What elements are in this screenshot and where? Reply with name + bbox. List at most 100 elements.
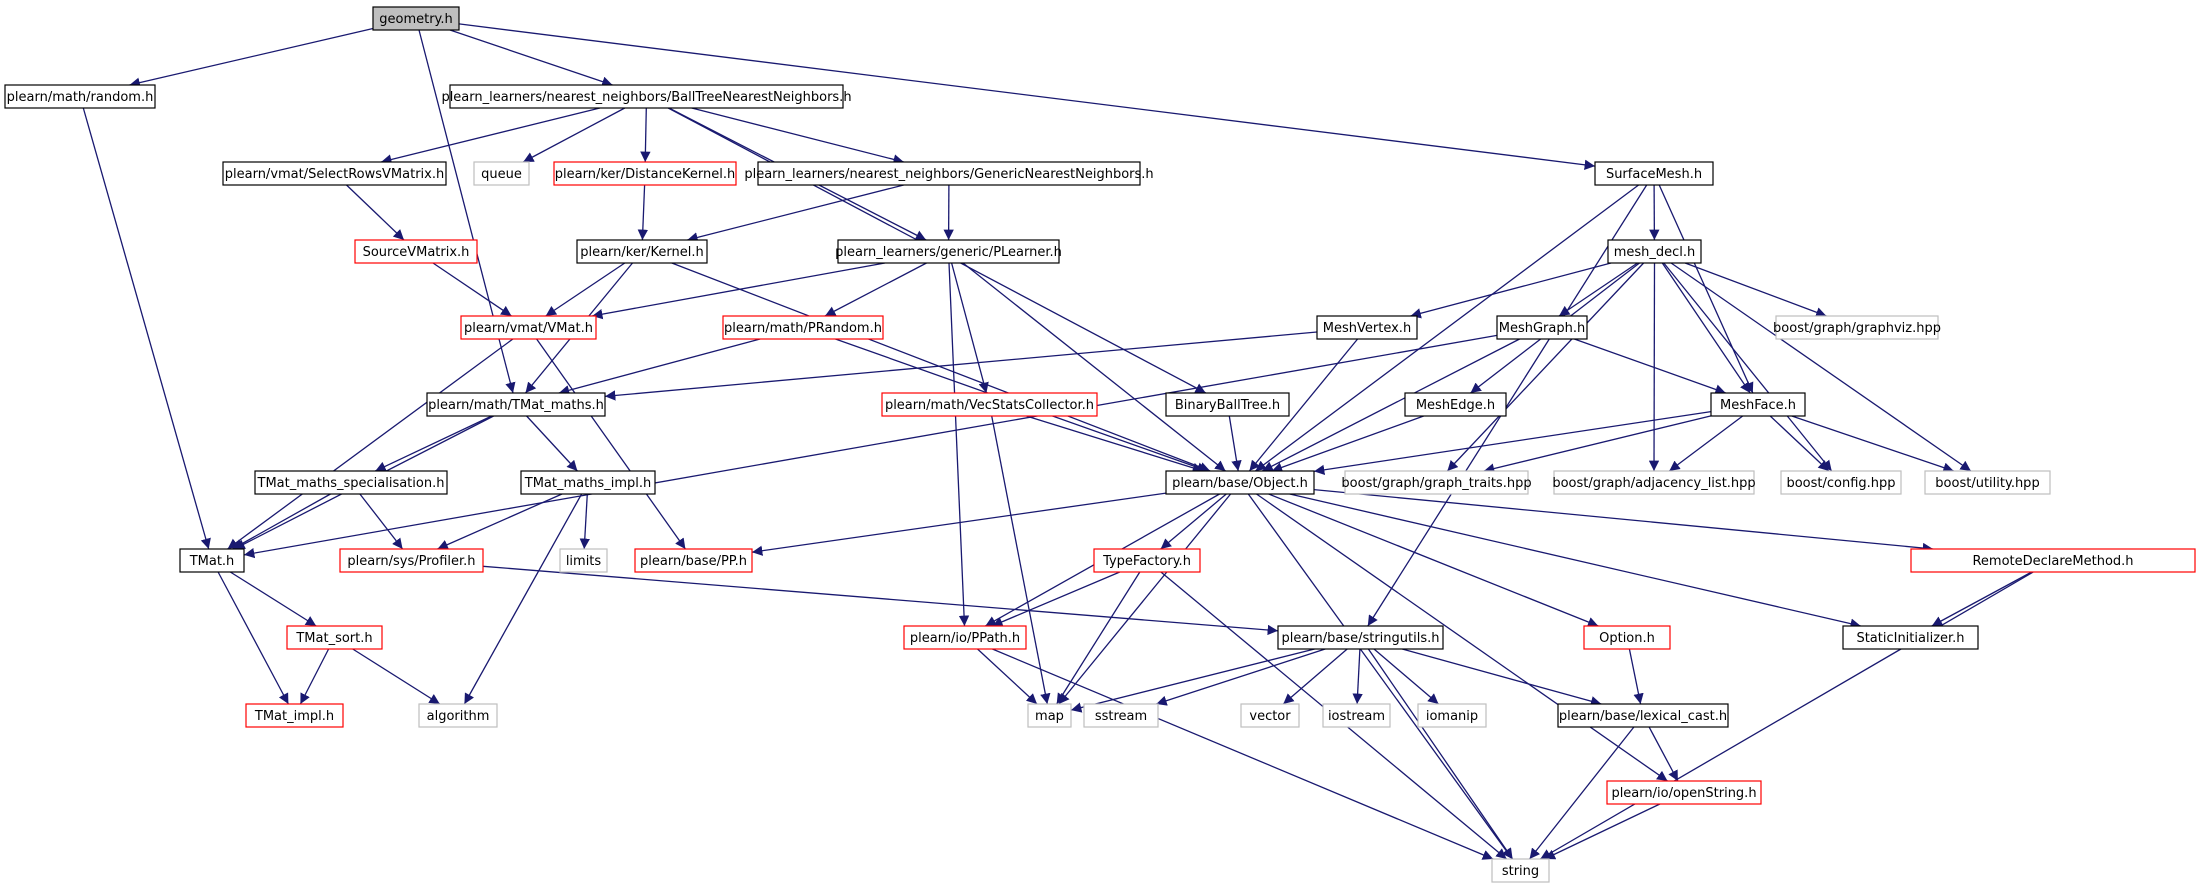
edge-rdm-to-string: [1539, 571, 2034, 860]
node-typefactory[interactable]: TypeFactory.h: [1093, 548, 1201, 573]
node-graphviz[interactable]: boost/graph/graphviz.hpp: [1773, 315, 1941, 340]
node-queue[interactable]: queue: [473, 161, 530, 186]
node-label: boost/graph/graphviz.hpp: [1773, 321, 1941, 336]
node-meshface[interactable]: MeshFace.h: [1710, 392, 1806, 417]
node-bbt[interactable]: BinaryBallTree.h: [1165, 392, 1290, 417]
node-meshvertex[interactable]: MeshVertex.h: [1316, 315, 1418, 340]
node-vecstats[interactable]: plearn/math/VecStatsCollector.h: [881, 392, 1098, 417]
node-meshdecl[interactable]: mesh_decl.h: [1607, 239, 1702, 264]
edge-vecstats-to-map: [991, 415, 1051, 705]
edges-layer: [82, 23, 2034, 860]
edge-geometry-to-random: [129, 27, 374, 88]
edge-typefactory-to-ppath: [991, 571, 1121, 627]
node-meshgraph[interactable]: MeshGraph.h: [1496, 315, 1588, 340]
edge-tmat-to-tmatimplh: [217, 571, 289, 705]
edge-rdm-to-staticinit: [1931, 571, 2033, 627]
node-limits[interactable]: limits: [559, 548, 608, 573]
node-object[interactable]: plearn/base/Object.h: [1165, 470, 1315, 495]
node-label: plearn/math/PRandom.h: [724, 321, 882, 336]
node-graphtraits[interactable]: boost/graph/graph_traits.hpp: [1341, 470, 1532, 495]
edge-plearner-to-vmat: [591, 262, 886, 320]
node-box: [4, 84, 156, 109]
node-map[interactable]: map: [1027, 703, 1072, 728]
node-staticinit[interactable]: StaticInitializer.h: [1842, 625, 1979, 650]
node-tmspec[interactable]: TMat_maths_specialisation.h: [254, 470, 448, 495]
edge-prandom-to-tmatmaths: [558, 338, 761, 396]
node-stringutils[interactable]: plearn/base/stringutils.h: [1277, 625, 1444, 650]
node-lexicalcast[interactable]: plearn/base/lexical_cast.h: [1557, 703, 1729, 728]
edge-profiler-to-stringutils: [482, 565, 1279, 636]
node-btnn[interactable]: plearn_learners/nearest_neighbors/BallTr…: [441, 84, 852, 109]
node-sourcevm[interactable]: SourceVMatrix.h: [354, 239, 478, 264]
node-label: plearn/math/TMat_maths.h: [428, 398, 604, 413]
node-label: boost/graph/graph_traits.hpp: [1341, 476, 1531, 491]
edge-vecstats-to-object: [1026, 415, 1204, 473]
edge-ppath-to-map: [977, 648, 1038, 705]
node-option[interactable]: Option.h: [1583, 625, 1671, 650]
node-box: [1924, 470, 2051, 495]
node-algorithm[interactable]: algorithm: [418, 703, 498, 728]
node-label: SourceVMatrix.h: [363, 245, 470, 260]
node-label: plearn/vmat/SelectRowsVMatrix.h: [225, 167, 444, 182]
node-iostream[interactable]: iostream: [1322, 703, 1391, 728]
node-gnn[interactable]: plearn_learners/nearest_neighbors/Generi…: [744, 161, 1154, 186]
node-pp[interactable]: plearn/base/PP.h: [634, 548, 753, 573]
node-random[interactable]: plearn/math/random.h: [4, 84, 156, 109]
node-profiler[interactable]: plearn/sys/Profiler.h: [339, 548, 484, 573]
node-tmat[interactable]: TMat.h: [179, 548, 245, 573]
node-openstring[interactable]: plearn/io/openString.h: [1606, 780, 1762, 805]
node-surfacemesh[interactable]: SurfaceMesh.h: [1594, 161, 1714, 186]
edge-stringutils-to-iomanip: [1373, 648, 1439, 705]
node-vmat[interactable]: plearn/vmat/VMat.h: [460, 315, 597, 340]
node-plearner[interactable]: plearn_learners/generic/PLearner.h: [835, 239, 1062, 264]
node-adjlist[interactable]: boost/graph/adjacency_list.hpp: [1552, 470, 1756, 495]
node-meshedge[interactable]: MeshEdge.h: [1404, 392, 1507, 417]
node-kernel[interactable]: plearn/ker/Kernel.h: [576, 239, 708, 264]
edge-geometry-to-btnn: [449, 29, 613, 87]
node-box: [354, 239, 478, 264]
node-geometry[interactable]: geometry.h: [372, 6, 460, 31]
edge-kernel-to-vmat: [545, 262, 626, 317]
node-sstream[interactable]: sstream: [1083, 703, 1159, 728]
node-ppath[interactable]: plearn/io/PPath.h: [903, 625, 1027, 650]
node-iomanip[interactable]: iomanip: [1417, 703, 1487, 728]
node-box: [1491, 858, 1550, 883]
edge-object-to-typefactory: [1160, 493, 1227, 550]
edge-stringutils-to-iostream: [1352, 648, 1363, 705]
node-label: limits: [566, 554, 602, 569]
node-tmimpl[interactable]: TMat_maths_impl.h: [520, 470, 656, 495]
node-label: map: [1035, 709, 1064, 724]
node-box: [1344, 470, 1529, 495]
node-label: SurfaceMesh.h: [1606, 167, 1702, 182]
edge-bbt-to-object: [1228, 415, 1242, 472]
edge-btnn-to-selectrows: [380, 107, 601, 165]
node-label: TMat_impl.h: [254, 709, 334, 724]
node-label: boost/config.hpp: [1786, 476, 1895, 491]
node-tmatimplh[interactable]: TMat_impl.h: [245, 703, 344, 728]
edge-btnn-to-distkernel: [640, 107, 651, 163]
node-prandom[interactable]: plearn/math/PRandom.h: [722, 315, 884, 340]
node-box: [1606, 780, 1762, 805]
node-box: [1093, 548, 1201, 573]
node-box: [559, 548, 608, 573]
edge-meshface-to-adjlist: [1668, 415, 1744, 472]
node-vector[interactable]: vector: [1240, 703, 1300, 728]
edge-btnn-to-queue: [522, 107, 626, 163]
node-label: plearn/sys/Profiler.h: [347, 554, 475, 569]
node-string[interactable]: string: [1491, 858, 1550, 883]
node-tmatmaths[interactable]: plearn/math/TMat_maths.h: [426, 392, 606, 417]
node-box: [245, 703, 344, 728]
node-label: plearn_learners/generic/PLearner.h: [835, 245, 1062, 260]
edge-typefactory-to-map: [1056, 571, 1141, 705]
edge-stringutils-to-string: [1367, 648, 1514, 860]
node-tmatsort[interactable]: TMat_sort.h: [286, 625, 383, 650]
node-label: MeshFace.h: [1720, 398, 1796, 413]
node-distkernel[interactable]: plearn/ker/DistanceKernel.h: [553, 161, 737, 186]
edge-object-to-openstring: [1256, 493, 1668, 782]
node-config[interactable]: boost/config.hpp: [1780, 470, 1902, 495]
node-selectrows[interactable]: plearn/vmat/SelectRowsVMatrix.h: [222, 161, 447, 186]
edge-object-to-string: [1247, 493, 1513, 860]
edge-surfacemesh-to-object: [1255, 184, 1639, 472]
node-utility[interactable]: boost/utility.hpp: [1924, 470, 2051, 495]
node-rdm[interactable]: RemoteDeclareMethod.h: [1910, 548, 2196, 573]
